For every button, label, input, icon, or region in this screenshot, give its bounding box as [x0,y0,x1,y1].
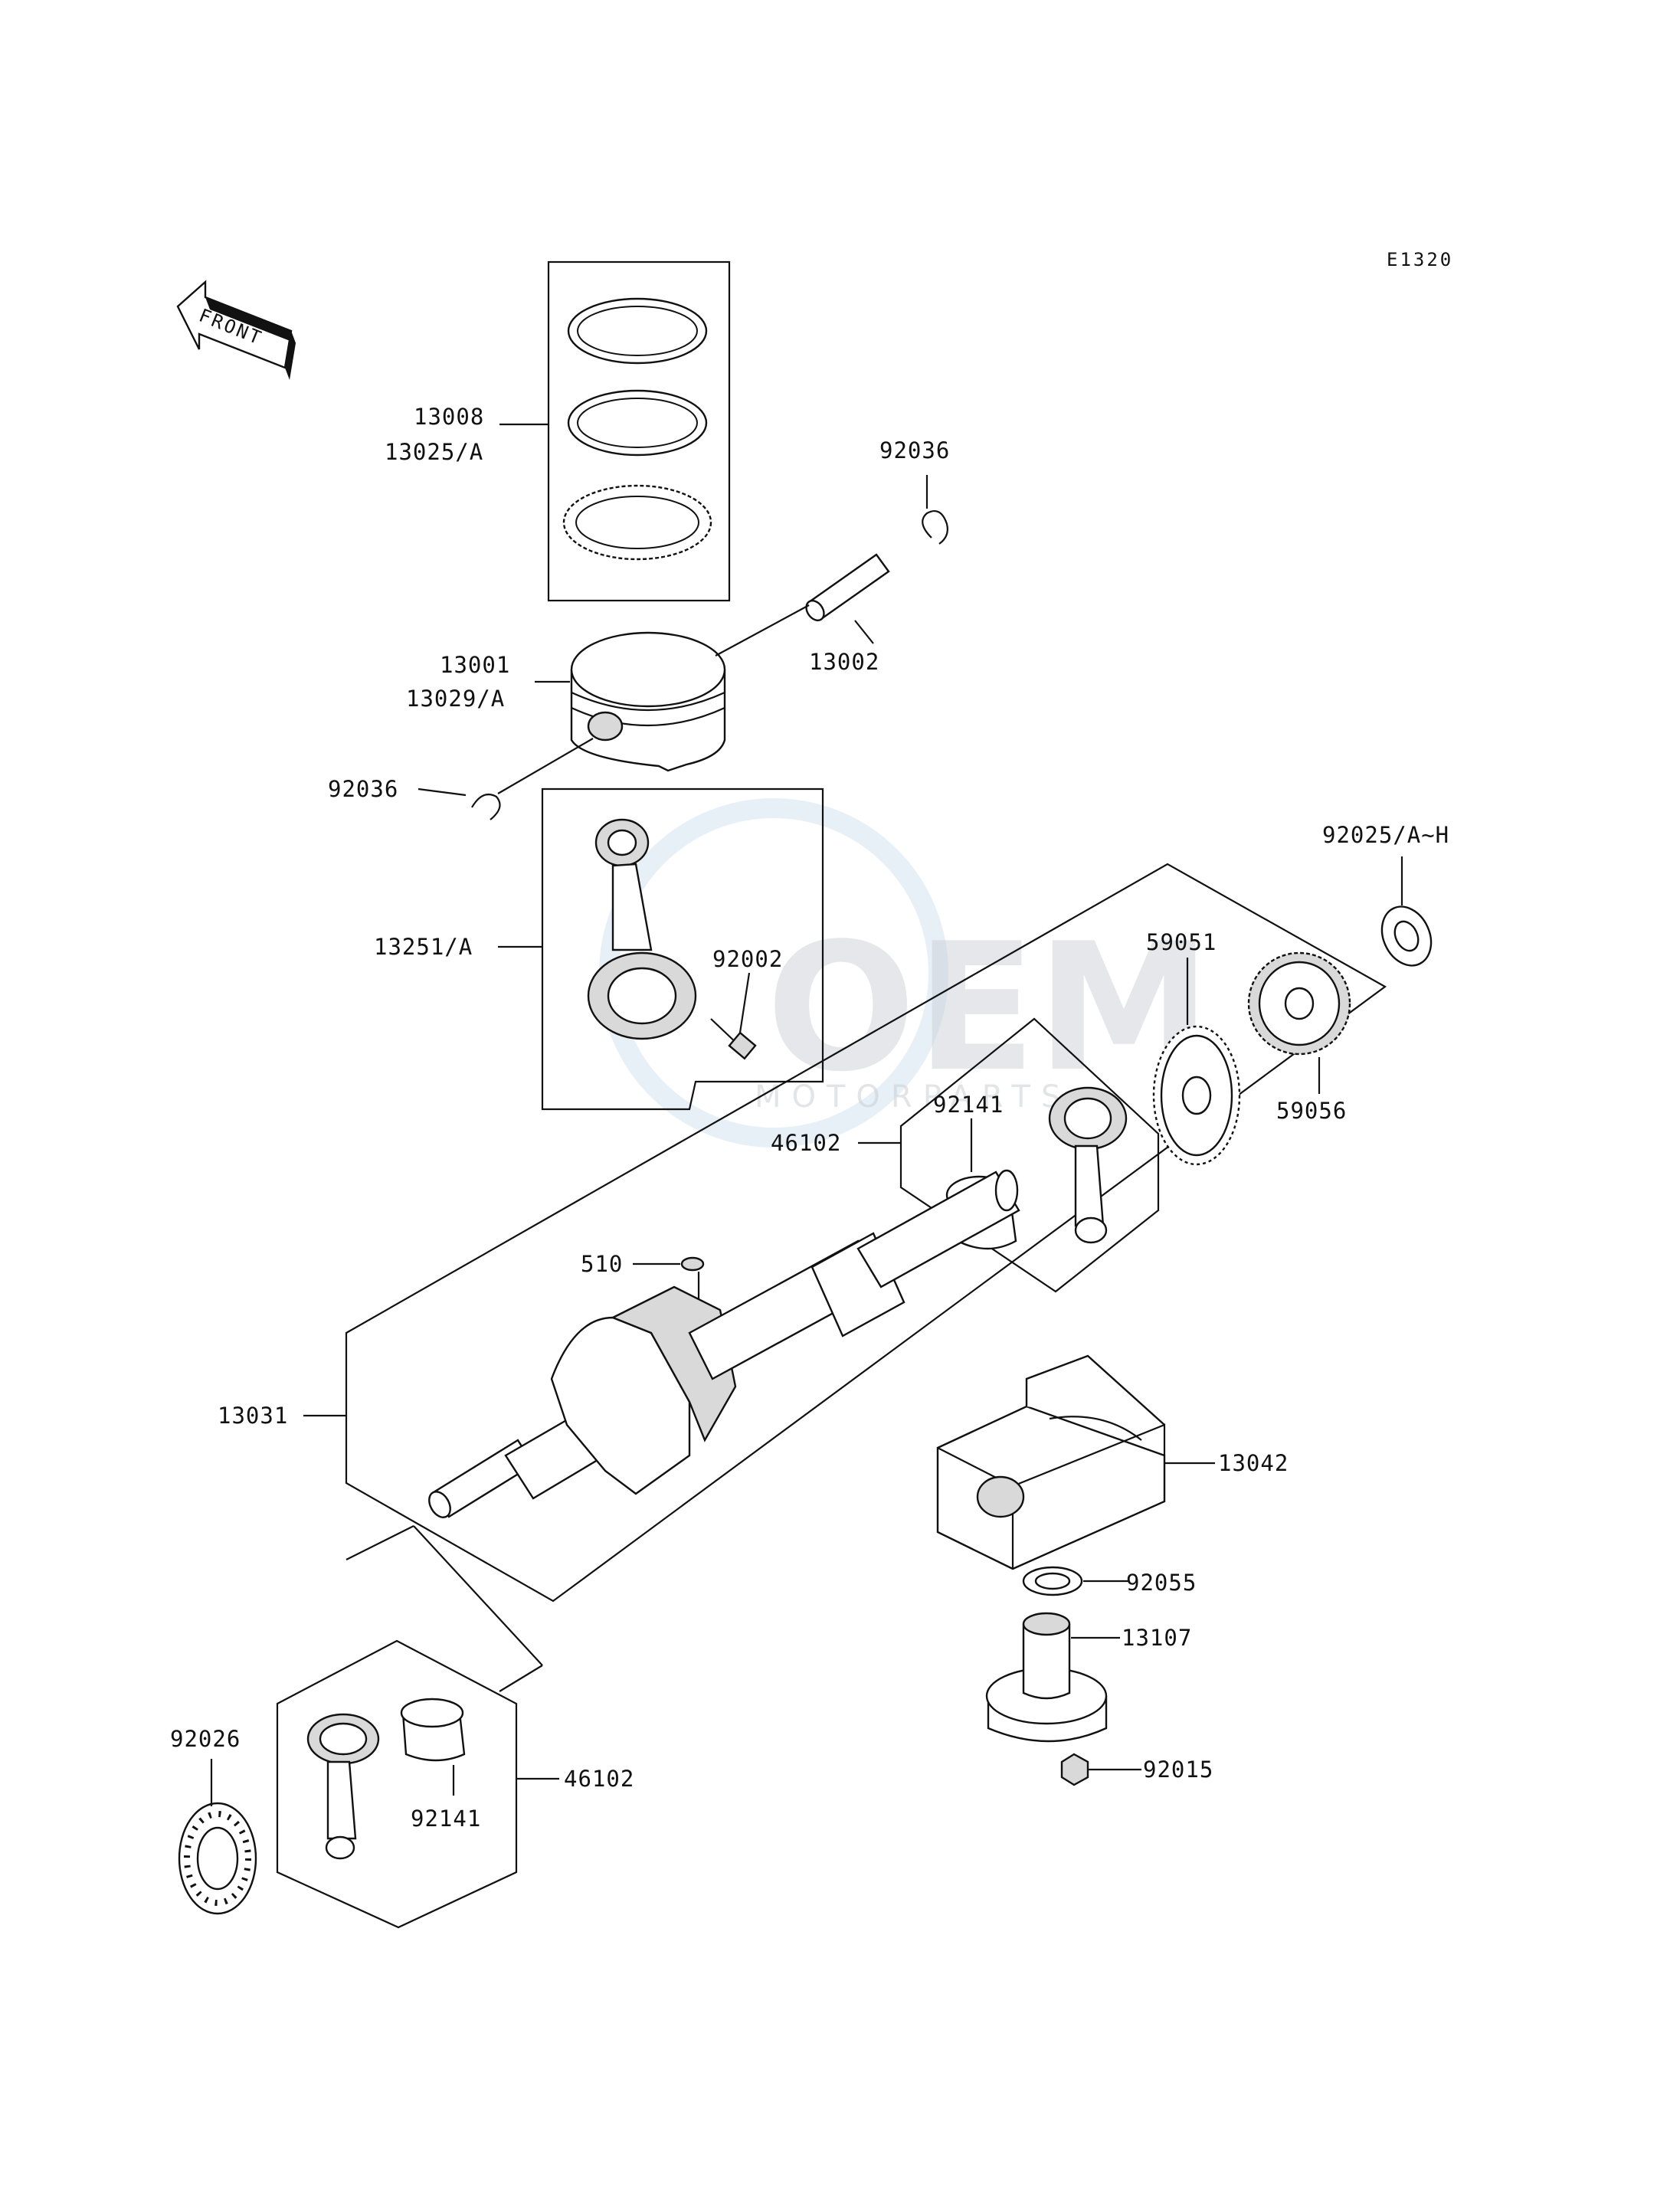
connector-lower [499,1665,543,1692]
watermark-sub: MOTORPARTS [755,1079,1071,1115]
label-13001: 13001 [440,652,510,678]
connector-upper [345,1525,414,1560]
label-13031: 13031 [218,1403,288,1429]
leader-piston-pin [715,604,810,656]
crankshaft [428,1169,1020,1518]
label-13002: 13002 [809,649,879,675]
key-510 [680,1256,705,1272]
bolt-92015 [1060,1753,1089,1786]
connector-mid [413,1525,543,1666]
label-59051: 59051 [1146,929,1217,955]
label-92055: 92055 [1126,1570,1197,1596]
connecting-rod-assy [541,787,824,1111]
watermark-main: OEM [766,906,1212,1111]
balancer-13042 [936,1354,1166,1570]
thrust-washer-92026 [178,1802,257,1915]
watermark: OEM MOTORPARTS [599,798,1212,1148]
label-13107: 13107 [1122,1625,1192,1651]
label-13251a: 13251/A [374,934,473,960]
piston-ring-set [547,260,731,602]
label-92015: 92015 [1143,1757,1213,1783]
circlip-left [471,794,501,820]
label-92002: 92002 [712,946,783,972]
label-92141-lower: 92141 [411,1806,481,1832]
label-92036-top: 92036 [879,437,950,463]
spacer-13107 [985,1612,1108,1743]
leader-92002 [738,972,751,1033]
label-92141-upper: 92141 [933,1092,1004,1118]
piston-pin [805,553,890,622]
gear-59051 [1152,1025,1241,1166]
label-46102-upper: 46102 [771,1130,841,1156]
leader-13002 [854,620,874,644]
label-92025: 92025/A~H [1322,822,1449,848]
label-92026: 92026 [170,1726,241,1752]
washer-92055 [1022,1566,1083,1596]
label-46102-lower: 46102 [564,1766,634,1792]
label-92036-left: 92036 [328,776,398,802]
label-13042: 13042 [1218,1450,1289,1476]
label-13025a: 13025/A [385,439,483,465]
crankshaft-group-box [345,863,1387,1603]
label-13008: 13008 [414,404,484,430]
piston [570,631,726,772]
conrod-set-lower [276,1639,518,1929]
circlip-top [922,510,948,545]
diagram-code: E1320 [1387,249,1453,270]
washer-92025 [1380,905,1433,967]
front-arrow-icon: FRONT [176,280,296,380]
leader-circlip-piston [497,738,594,794]
label-59056: 59056 [1276,1098,1347,1124]
leader-92036-left [418,787,467,797]
gear-59056 [1247,951,1351,1056]
label-510: 510 [581,1251,623,1277]
label-13029a: 13029/A [406,686,505,712]
